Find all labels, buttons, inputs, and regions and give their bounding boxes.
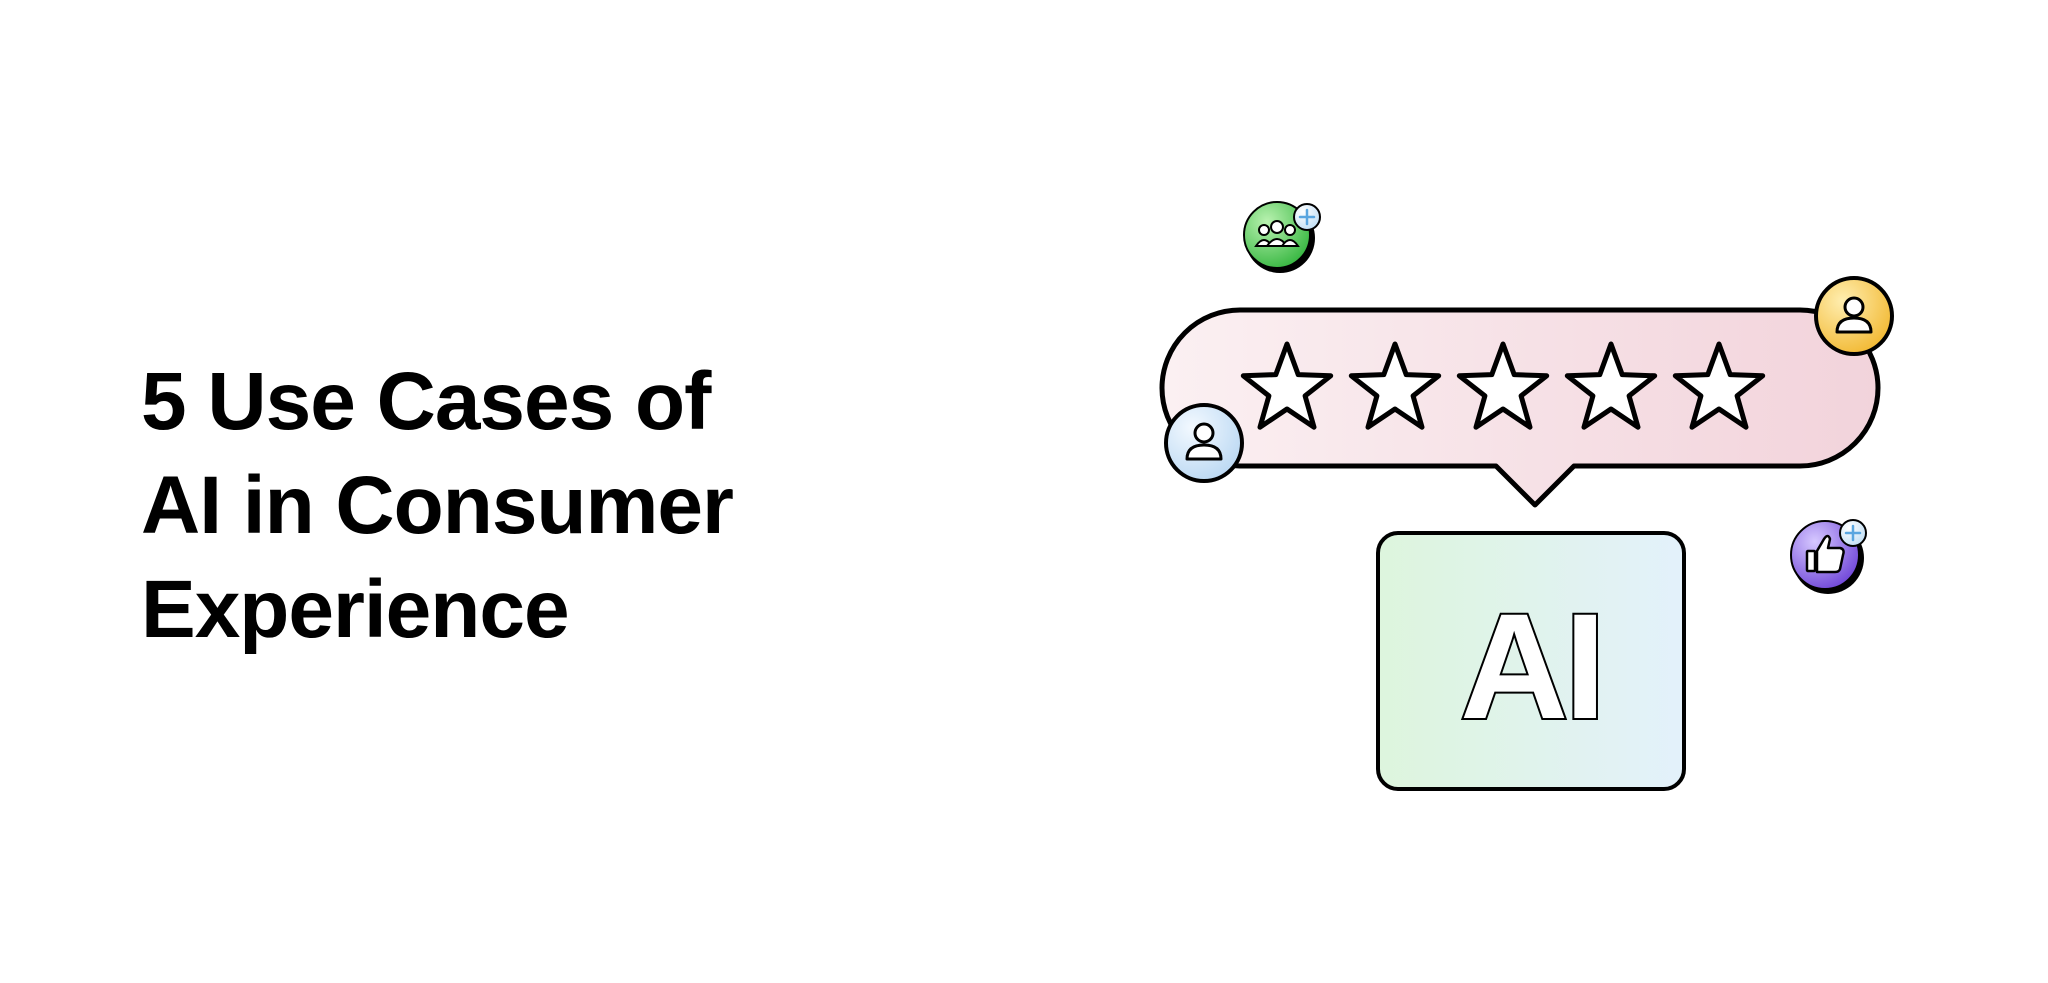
- star-icon: [1564, 341, 1658, 430]
- ai-label: AI: [1460, 582, 1602, 750]
- title-line-1: 5 Use Cases of: [141, 356, 711, 447]
- title-line-3: Experience: [141, 564, 570, 655]
- plus-icon: [1839, 519, 1867, 547]
- user-icon: [1835, 296, 1873, 334]
- group-badge: [1243, 201, 1321, 273]
- illustration-svg: AI: [1159, 201, 1894, 791]
- rating-bubble: [1159, 307, 1881, 508]
- like-badge: [1790, 519, 1867, 594]
- user-badge-blue: [1164, 403, 1244, 483]
- user-badge-yellow: [1814, 276, 1894, 356]
- title-line-2: AI in Consumer: [141, 460, 734, 551]
- star-icon: [1456, 341, 1550, 430]
- plus-icon: [1293, 203, 1321, 231]
- group-icon: [1254, 220, 1300, 247]
- ai-box: AI: [1376, 531, 1686, 791]
- thumbs-up-icon: [1805, 534, 1845, 574]
- star-icon: [1240, 341, 1334, 430]
- star-rating: [1240, 341, 1766, 430]
- star-icon: [1672, 341, 1766, 430]
- star-icon: [1348, 341, 1442, 430]
- ai-review-illustration: AI: [1140, 180, 1920, 820]
- page-title: 5 Use Cases of AI in Consumer Experience: [141, 350, 901, 662]
- user-icon: [1185, 422, 1223, 461]
